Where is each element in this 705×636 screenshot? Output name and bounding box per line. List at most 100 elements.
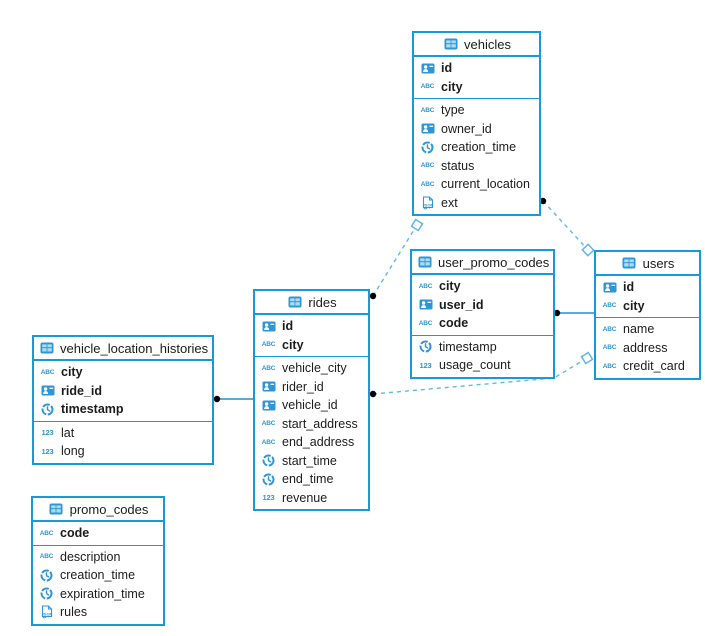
- table-header[interactable]: user_promo_codes: [412, 251, 554, 275]
- table-header[interactable]: vehicles: [414, 33, 539, 57]
- column-timestamp[interactable]: timestamp: [34, 400, 212, 419]
- column-vehicle_city[interactable]: ABC vehicle_city: [255, 359, 368, 378]
- relationship-vehicles-to-users[interactable]: [542, 200, 589, 251]
- table-name: rides: [308, 294, 337, 310]
- column-expiration_time[interactable]: expiration_time: [33, 585, 163, 604]
- relationship-endpoint-dot: [539, 197, 547, 205]
- column-label: revenue: [282, 490, 328, 505]
- column-creation_time[interactable]: creation_time: [414, 138, 539, 157]
- column-rider_id[interactable]: rider_id: [255, 378, 368, 397]
- column-label: type: [441, 103, 465, 118]
- numeric-type-icon: 123: [419, 360, 432, 370]
- numeric-type-icon: 123: [41, 428, 54, 438]
- text-type-icon: ABC: [261, 364, 276, 372]
- table-header[interactable]: promo_codes: [33, 498, 163, 522]
- column-label: start_time: [282, 453, 337, 468]
- column-creation_time[interactable]: creation_time: [33, 566, 163, 585]
- text-type-icon: ABC: [261, 341, 276, 349]
- column-label: city: [623, 298, 645, 313]
- table-header[interactable]: users: [596, 252, 699, 276]
- datetime-type-icon: [260, 473, 277, 486]
- text-type-icon: ABC: [261, 420, 276, 428]
- column-user_id[interactable]: user_id: [412, 296, 553, 315]
- numeric-type-icon: 123: [262, 493, 275, 503]
- column-label: user_id: [439, 297, 484, 312]
- column-label: ride_id: [61, 383, 102, 398]
- column-label: vehicle_id: [282, 398, 338, 413]
- column-label: vehicle_city: [282, 361, 347, 376]
- id-type-icon: [601, 282, 618, 293]
- column-label: start_address: [282, 416, 358, 431]
- column-label: owner_id: [441, 121, 492, 136]
- text-type-icon: ABC: [420, 83, 435, 91]
- column-label: end_time: [282, 472, 334, 487]
- json-type-icon: JSON: [38, 605, 55, 619]
- column-ride_id[interactable]: ride_id: [34, 382, 212, 401]
- column-revenue[interactable]: 123 revenue: [255, 489, 368, 508]
- column-owner_id[interactable]: owner_id: [414, 120, 539, 139]
- column-end_time[interactable]: end_time: [255, 470, 368, 489]
- table-name: vehicles: [464, 36, 511, 52]
- column-timestamp[interactable]: timestamp: [412, 338, 553, 357]
- relationship-endpoint-dot: [369, 390, 377, 398]
- relationship-endpoint-diamond: [580, 351, 594, 365]
- column-label: status: [441, 158, 475, 173]
- datetime-type-icon: [39, 403, 56, 416]
- column-id[interactable]: id: [255, 317, 368, 336]
- column-label: credit_card: [623, 359, 685, 374]
- column-id[interactable]: id: [596, 278, 699, 297]
- column-id[interactable]: id: [414, 59, 539, 78]
- column-vehicle_id[interactable]: vehicle_id: [255, 396, 368, 415]
- column-start_address[interactable]: ABC start_address: [255, 415, 368, 434]
- column-label: code: [439, 316, 469, 331]
- column-label: code: [60, 526, 90, 541]
- relationship-endpoint-dot: [553, 309, 561, 317]
- table-header[interactable]: rides: [255, 291, 368, 315]
- id-type-icon: [260, 400, 277, 411]
- column-label: expiration_time: [60, 586, 145, 601]
- relationship-rides-to-vehicles[interactable]: [372, 224, 418, 297]
- table-header[interactable]: vehicle_location_histories: [34, 337, 213, 361]
- column-start_time[interactable]: start_time: [255, 452, 368, 471]
- datetime-type-icon: [38, 587, 55, 600]
- column-label: current_location: [441, 177, 530, 192]
- datetime-type-icon: [260, 454, 277, 467]
- table-icon: [48, 503, 65, 515]
- column-label: id: [282, 319, 294, 334]
- text-type-icon: ABC: [40, 368, 55, 376]
- svg-text:JSON: JSON: [422, 202, 433, 207]
